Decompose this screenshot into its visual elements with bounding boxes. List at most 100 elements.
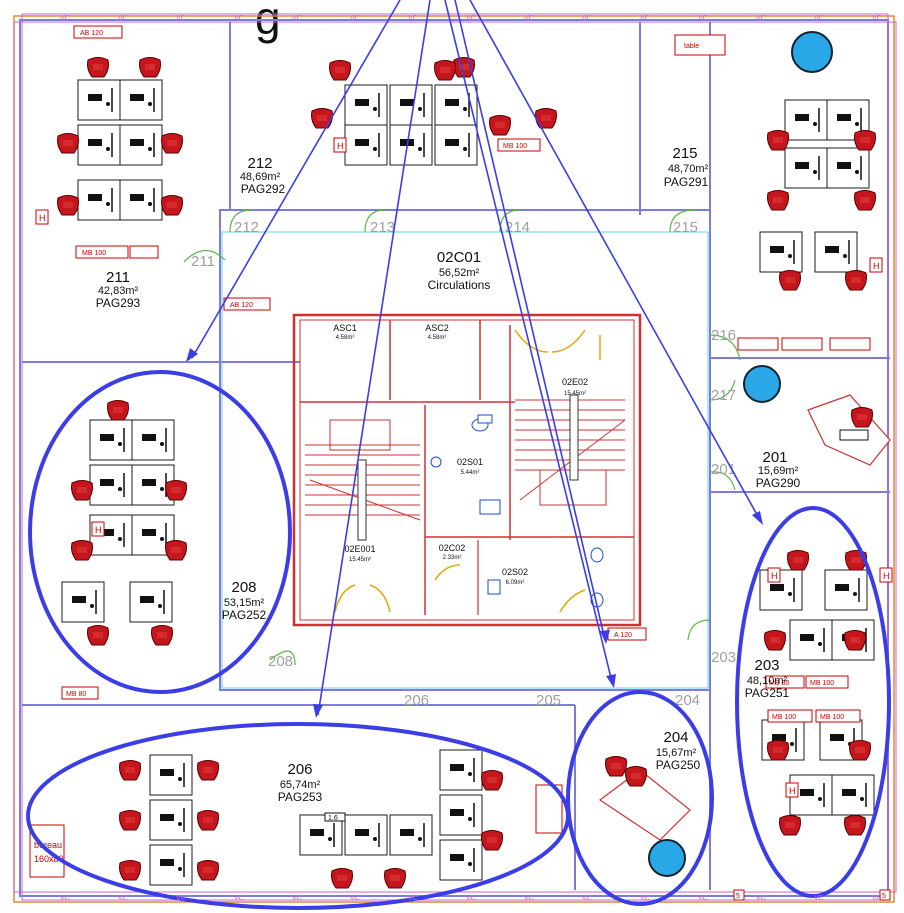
svg-text:205: 205 xyxy=(536,692,561,709)
window-marker-label: VC xyxy=(408,15,418,22)
window-marker-label: VC xyxy=(234,15,244,22)
svg-text:02C02: 02C02 xyxy=(439,543,466,553)
svg-text:216: 216 xyxy=(711,327,736,344)
svg-text:1.6: 1.6 xyxy=(328,815,338,822)
furniture-215 xyxy=(759,31,876,291)
core-labels: ASC1 4.58m² ASC2 4.58m² 02E02 15.45m² 02… xyxy=(333,323,588,586)
window-marker-label: VC xyxy=(350,15,360,22)
svg-text:214: 214 xyxy=(505,219,530,236)
window-marker-label: VC xyxy=(60,15,70,22)
window-marker-label: VC xyxy=(466,15,476,22)
svg-text:H: H xyxy=(883,571,890,581)
svg-text:215: 215 xyxy=(672,145,697,162)
svg-text:MB 80: MB 80 xyxy=(66,691,86,698)
highlight-room-208 xyxy=(28,370,292,694)
svg-text:MB 100: MB 100 xyxy=(82,250,106,257)
window-marker-label: VC xyxy=(292,895,302,902)
svg-text:H: H xyxy=(39,213,46,223)
window-marker-label: VC xyxy=(176,895,186,902)
room-211-label: 211 42,83m² PAG293 xyxy=(96,269,141,310)
highlight-room-204 xyxy=(566,690,714,906)
room-215-label: 215 48,70m² PAG291 xyxy=(664,145,709,189)
svg-text:211: 211 xyxy=(106,269,130,286)
furniture-204 xyxy=(598,756,691,877)
svg-text:02S02: 02S02 xyxy=(502,567,528,577)
svg-text:A 120: A 120 xyxy=(614,632,632,639)
window-marker-label: VC xyxy=(466,895,476,902)
svg-text:H: H xyxy=(873,261,880,271)
svg-text:PAG253: PAG253 xyxy=(278,790,323,804)
svg-text:ASC2: ASC2 xyxy=(425,323,449,333)
highlight-room-206 xyxy=(26,722,570,910)
window-marker-label: VC xyxy=(524,15,534,22)
room-201-label: 201 15,69m² PAG290 xyxy=(756,449,801,490)
svg-text:02E001: 02E001 xyxy=(344,544,375,554)
svg-text:02E02: 02E02 xyxy=(562,377,588,387)
svg-text:53,15m²: 53,15m² xyxy=(224,597,265,609)
svg-text:PAG293: PAG293 xyxy=(96,296,141,310)
svg-text:208: 208 xyxy=(268,653,293,670)
furniture-208 xyxy=(61,400,187,646)
svg-text:4.58m²: 4.58m² xyxy=(336,335,355,341)
svg-text:213: 213 xyxy=(370,219,395,236)
svg-text:206: 206 xyxy=(287,761,312,778)
svg-text:217: 217 xyxy=(711,387,736,404)
svg-text:MB 100: MB 100 xyxy=(503,143,527,150)
svg-text:48,69m²: 48,69m² xyxy=(240,171,281,183)
svg-text:206: 206 xyxy=(404,692,429,709)
svg-text:H: H xyxy=(771,571,778,581)
svg-text:H: H xyxy=(337,141,344,151)
svg-text:table: table xyxy=(684,43,699,50)
window-marker-label: VC xyxy=(872,15,882,22)
room-203-label: 203 48,10m² PAG251 xyxy=(745,657,790,700)
circulation-label: 02C01 56,52m² Circulations xyxy=(428,249,491,292)
svg-text:212: 212 xyxy=(234,219,259,236)
window-marker-label: VC xyxy=(408,895,418,902)
window-marker-label: VC xyxy=(756,895,766,902)
svg-text:48,70m²: 48,70m² xyxy=(668,163,709,175)
svg-text:Circulations: Circulations xyxy=(428,278,491,292)
svg-text:215: 215 xyxy=(673,219,698,236)
window-marker-label: VC xyxy=(118,15,128,22)
svg-text:MB 100: MB 100 xyxy=(772,714,796,721)
svg-text:PAG251: PAG251 xyxy=(745,686,790,700)
svg-text:204: 204 xyxy=(663,729,688,746)
svg-text:15.45m²: 15.45m² xyxy=(564,391,586,397)
pointer-arrows xyxy=(191,0,761,716)
highlight-room-203 xyxy=(735,506,891,898)
window-marker-label: VC xyxy=(350,895,360,902)
svg-text:208: 208 xyxy=(231,579,256,596)
window-marker-label: VC xyxy=(756,15,766,22)
svg-text:PAG291: PAG291 xyxy=(664,175,709,189)
window-marker-label: VC xyxy=(234,895,244,902)
highlight-ellipses xyxy=(26,370,891,910)
svg-text:PAG252: PAG252 xyxy=(222,608,267,622)
window-marker-label: VC xyxy=(872,895,882,902)
svg-text:160x80: 160x80 xyxy=(34,854,64,864)
svg-text:5: 5 xyxy=(736,893,740,900)
window-marker-label: VC xyxy=(176,15,186,22)
svg-text:5.44m²: 5.44m² xyxy=(461,470,480,476)
svg-text:2.33m²: 2.33m² xyxy=(443,555,462,561)
svg-text:48,10m²: 48,10m² xyxy=(747,675,788,687)
svg-text:PAG290: PAG290 xyxy=(756,476,801,490)
svg-text:AB 120: AB 120 xyxy=(230,302,253,309)
window-marker-label: VC xyxy=(118,895,128,902)
svg-text:65,74m²: 65,74m² xyxy=(280,779,321,791)
svg-text:5: 5 xyxy=(882,893,886,900)
window-marker-label: VC xyxy=(292,15,302,22)
core-block xyxy=(292,313,642,627)
window-marker-label: VC xyxy=(640,15,650,22)
svg-text:H: H xyxy=(789,786,796,796)
room-212-label: 212 48,69m² PAG292 xyxy=(240,155,286,196)
svg-text:MB 100: MB 100 xyxy=(820,714,844,721)
svg-text:AB 120: AB 120 xyxy=(80,30,103,37)
svg-text:02C01: 02C01 xyxy=(437,249,481,266)
room-206-label: 206 65,74m² PAG253 xyxy=(278,761,323,804)
svg-text:H: H xyxy=(95,525,102,535)
svg-text:02S01: 02S01 xyxy=(457,457,483,467)
svg-text:bureau: bureau xyxy=(34,840,62,850)
svg-text:212: 212 xyxy=(247,155,272,172)
walls xyxy=(22,22,890,890)
